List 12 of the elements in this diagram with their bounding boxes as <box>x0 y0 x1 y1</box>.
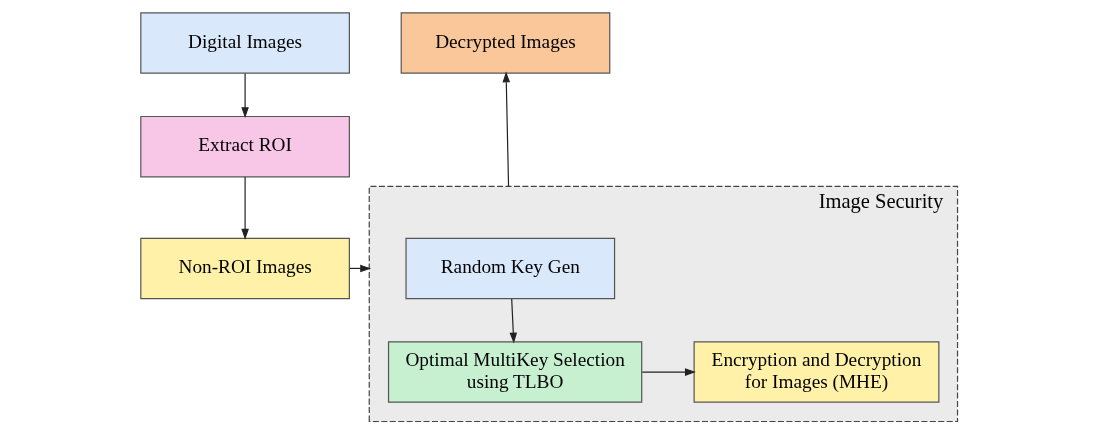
node-box: Encryption and Decryption for Images (MHE) <box>693 341 940 403</box>
node-box: Random Key Gen <box>405 237 616 300</box>
arrow <box>241 176 249 240</box>
node-box: Extract ROI <box>140 115 350 178</box>
node-box: Decrypted Images <box>400 12 611 74</box>
node-box: Optimal MultiKey Selection using TLBO <box>387 341 643 403</box>
arrow <box>509 298 518 344</box>
arrow <box>241 72 249 119</box>
node-box: Non-ROI Images <box>140 237 350 300</box>
node-box: Digital Images <box>140 12 350 74</box>
arrow <box>502 71 511 188</box>
arrow <box>641 368 696 376</box>
